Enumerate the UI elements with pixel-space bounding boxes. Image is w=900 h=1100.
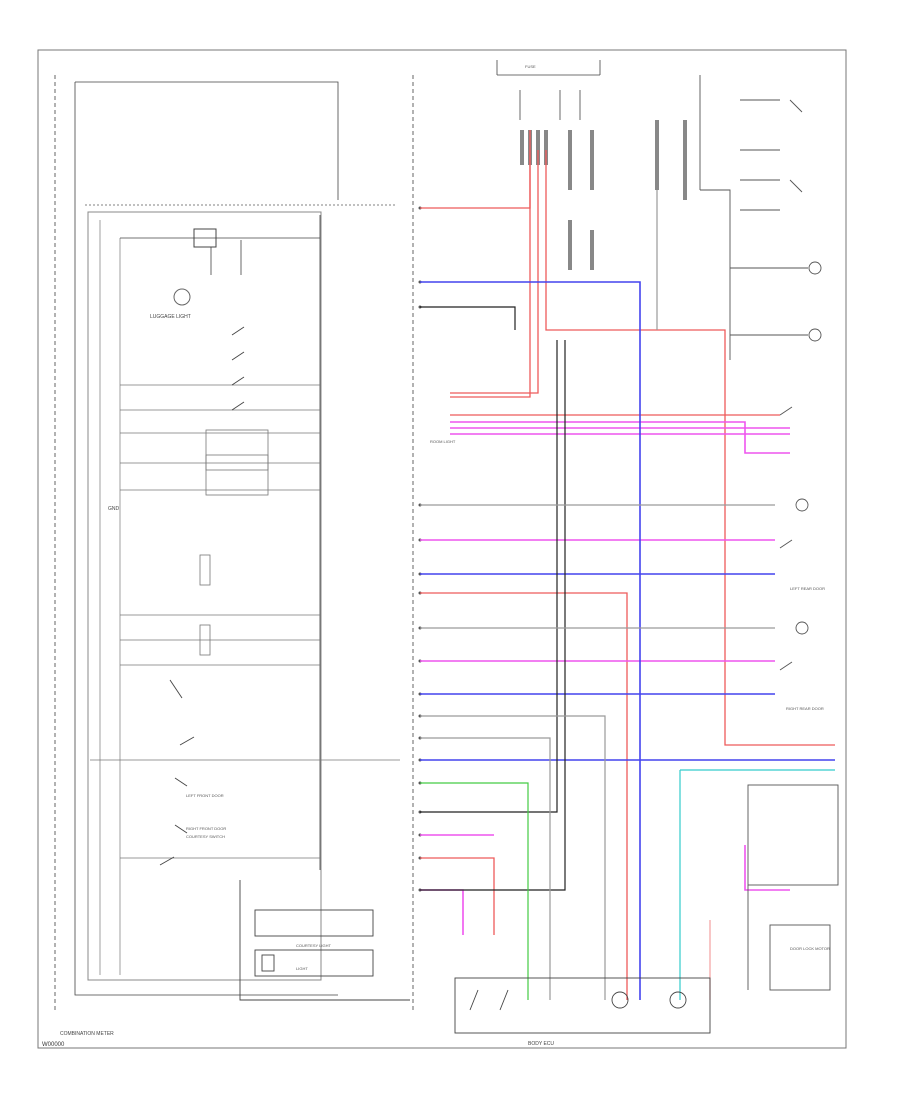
right-rear-door-label: RIGHT REAR DOOR xyxy=(786,706,824,711)
luggage-light-label: LUGGAGE LIGHT xyxy=(150,314,191,320)
right-side-components xyxy=(699,75,822,671)
labels-group: W00000 COMBINATION METER BODY ECU LUGGAG… xyxy=(42,64,830,1048)
combination-meter-label: COMBINATION METER xyxy=(60,1031,114,1037)
body-ecu-label: BODY ECU xyxy=(528,1041,554,1047)
fuse-label: FUSE xyxy=(525,64,536,69)
page-code: W00000 xyxy=(42,1042,65,1048)
fuse-block-top xyxy=(120,228,320,306)
blue-wires xyxy=(420,281,835,1000)
door-lock-motor-label: DOOR LOCK MOTOR xyxy=(790,946,830,951)
black-wires xyxy=(420,190,775,1000)
right-lower-box xyxy=(747,784,839,991)
red-wires xyxy=(420,130,835,1000)
door-lock-motor-box xyxy=(454,977,711,1034)
pink-wires xyxy=(420,421,790,935)
courtesy-switch-label: COURTESY SWITCH xyxy=(186,834,225,839)
fuse-block-center xyxy=(496,60,601,120)
room-light-label: ROOM LIGHT xyxy=(430,439,456,444)
combination-meter-boundary xyxy=(54,75,414,1010)
meter-internal-lines xyxy=(90,384,400,859)
left-front-door-label: LEFT FRONT DOOR xyxy=(186,793,224,798)
right-front-door-label: RIGHT FRONT DOOR xyxy=(186,826,226,831)
connector-pins xyxy=(418,206,422,892)
courtesy-light-label: COURTESY LIGHT xyxy=(296,943,332,948)
diagram-border xyxy=(37,49,847,1049)
body-ecu-box xyxy=(85,204,395,981)
lamp-block-bottom xyxy=(239,880,410,1001)
fuse-glyphs xyxy=(520,120,687,270)
gnd-label: GND xyxy=(108,506,120,512)
meter-switches xyxy=(159,326,245,866)
left-rear-door-label: LEFT REAR DOOR xyxy=(790,586,825,591)
light-label: LIGHT xyxy=(296,966,308,971)
